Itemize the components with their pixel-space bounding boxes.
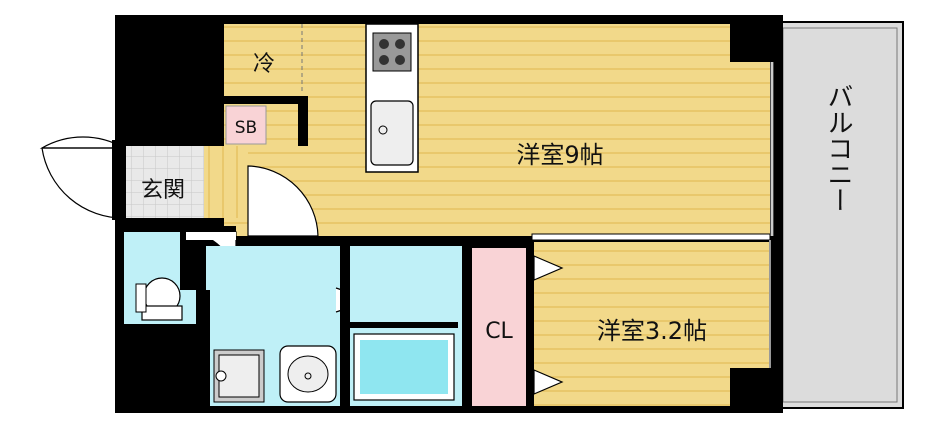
- balcony-label: バルコニー: [823, 83, 853, 213]
- washroom: [196, 246, 374, 408]
- burner-icon: [395, 39, 405, 49]
- burner-icon: [395, 55, 405, 65]
- entrance: [39, 136, 204, 220]
- kitchen-counter: [365, 23, 419, 173]
- western-room-3-2: [526, 242, 770, 408]
- burner-icon: [379, 55, 389, 65]
- fridge-label: 冷: [253, 52, 275, 77]
- shoe-box-label: SB: [235, 118, 257, 138]
- closet-label: CL: [485, 319, 513, 344]
- burner-icon: [379, 39, 389, 49]
- western-room-9: [224, 24, 770, 236]
- entrance-label: 玄関: [141, 178, 185, 203]
- door-swing-main: [247, 165, 319, 237]
- sink-icon: [370, 100, 414, 166]
- room-9-label: 洋室9帖: [516, 141, 603, 169]
- bathroom: [340, 246, 472, 408]
- room-3-2-label: 洋室3.2帖: [597, 317, 707, 345]
- balcony: [776, 21, 904, 409]
- closet: [472, 248, 526, 406]
- shoe-box: [225, 105, 267, 145]
- hall-floor: [204, 146, 248, 218]
